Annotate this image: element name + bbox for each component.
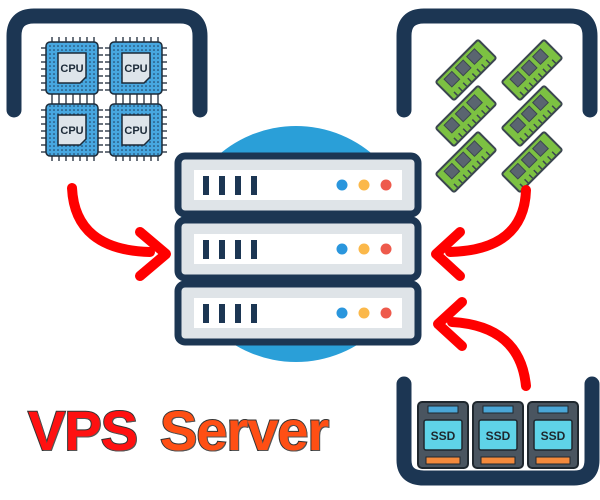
drive-slot <box>235 304 241 323</box>
server-unit <box>174 216 422 282</box>
drive-slot <box>251 304 257 323</box>
ssd-icon: SSD <box>527 401 579 469</box>
drive-slot <box>251 176 257 195</box>
server-rack-icon <box>174 152 422 346</box>
cpu-icon: CPU <box>41 99 103 161</box>
ram-group <box>435 39 563 193</box>
ssd-label: SSD <box>541 429 566 443</box>
ssd-group: SSD SSD SSD <box>417 401 579 469</box>
ssd-label: SSD <box>431 429 456 443</box>
cpu-icon: CPU <box>41 37 103 99</box>
title-word-vps: VPS <box>27 398 139 463</box>
led-red-icon <box>380 243 392 255</box>
drive-slot <box>203 176 209 195</box>
ram-frame <box>396 8 598 118</box>
led-red-icon <box>380 179 392 191</box>
server-unit <box>174 280 422 346</box>
cpu-icon: CPU <box>105 99 167 161</box>
cpu-frame <box>6 8 208 118</box>
ssd-frame <box>396 376 600 486</box>
ssd-icon: SSD <box>472 401 524 469</box>
led-yellow-icon <box>358 307 370 319</box>
cpu-icon: CPU <box>105 37 167 99</box>
led-yellow-icon <box>358 243 370 255</box>
drive-slot <box>235 240 241 259</box>
drive-slot <box>235 176 241 195</box>
arrow-ssd-to-server <box>433 297 531 391</box>
title-word-server: Server <box>159 398 330 463</box>
ssd-label: SSD <box>486 429 511 443</box>
ram-icon <box>501 85 563 147</box>
ram-icon <box>435 131 497 193</box>
cpu-label: CPU <box>60 63 83 75</box>
led-blue-icon <box>336 307 348 319</box>
cpu-label: CPU <box>124 125 147 137</box>
page-title: VPS Server <box>27 398 330 478</box>
cpu-group: CPU CPU CPU CPU <box>41 37 167 161</box>
led-yellow-icon <box>358 179 370 191</box>
drive-slot <box>219 240 225 259</box>
drive-slot <box>219 176 225 195</box>
ram-icon <box>435 39 497 101</box>
drive-slot <box>251 240 257 259</box>
ssd-icon: SSD <box>417 401 469 469</box>
ram-icon <box>435 85 497 147</box>
ram-icon <box>501 39 563 101</box>
cpu-label: CPU <box>124 63 147 75</box>
arrow-cpu-to-server <box>67 183 171 281</box>
ram-icon <box>501 131 563 193</box>
arrow-ram-to-server <box>431 185 531 281</box>
led-blue-icon <box>336 243 348 255</box>
led-red-icon <box>380 307 392 319</box>
drive-slot <box>219 304 225 323</box>
led-blue-icon <box>336 179 348 191</box>
drive-slot <box>203 304 209 323</box>
cpu-label: CPU <box>60 125 83 137</box>
drive-slot <box>203 240 209 259</box>
server-unit <box>174 152 422 218</box>
